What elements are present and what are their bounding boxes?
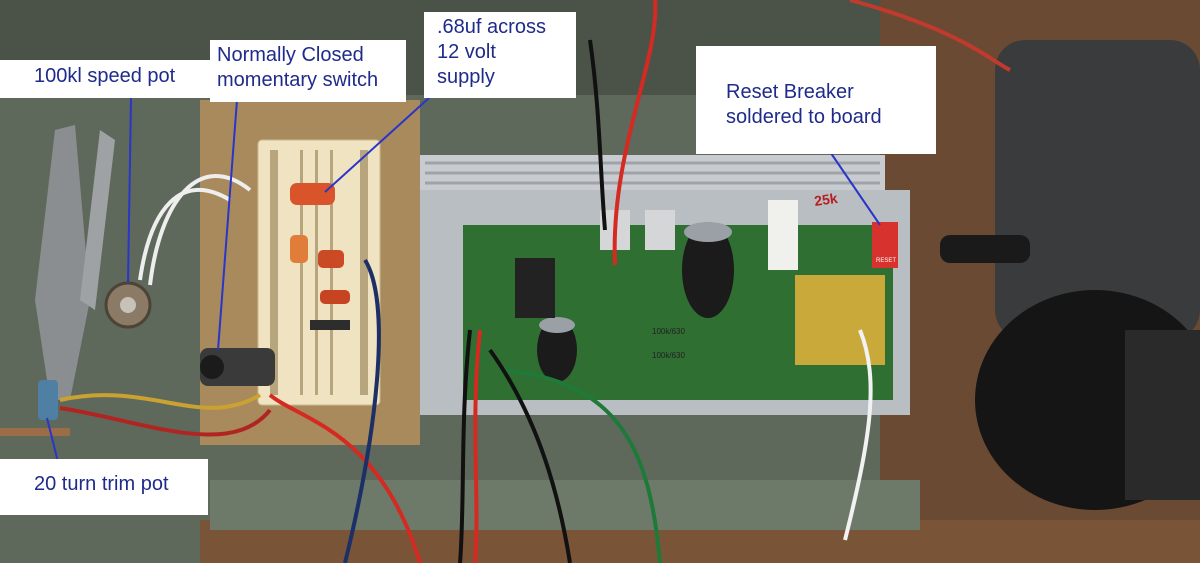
handwritten-marking: 25k [813, 190, 839, 209]
annotation-capacitor-line-2: 12 volt [437, 41, 496, 63]
annotation-breaker-line-1: Reset Breaker [726, 81, 854, 103]
motor-bracket [940, 235, 1030, 263]
reset-marking: RESET [876, 258, 896, 264]
switch-button [200, 355, 224, 379]
motor-body [995, 40, 1200, 340]
pliers-jaw [80, 130, 115, 310]
ic-chip [310, 320, 350, 330]
motor-shaft [1125, 330, 1200, 500]
annotation-breaker-line-2: soldered to board [726, 106, 882, 128]
annotation-switch-line-1: Normally Closed [217, 44, 364, 66]
screwdriver-handle [0, 428, 70, 436]
pliers [35, 125, 90, 400]
annotation-switch-line-2: momentary switch [217, 69, 379, 91]
annotation-capacitor-line-3: supply [437, 66, 495, 88]
pointer-capacitor [324, 87, 441, 193]
annotation-trim-pot: 20 turn trim pot [0, 459, 208, 515]
capacitor-top [684, 222, 732, 242]
heatsink-fin-lines [425, 161, 880, 185]
capacitor [320, 290, 350, 304]
wires [59, 0, 1011, 563]
power-resistor [768, 200, 798, 270]
capacitor [318, 250, 344, 268]
capacitor [290, 235, 308, 263]
resistor-marking: 100k/630 [652, 327, 685, 336]
capacitor-top [539, 317, 575, 333]
ic-chip [515, 258, 555, 318]
pointer-speed-pot [127, 96, 132, 284]
transformer [795, 275, 885, 365]
heatsink-fins [420, 155, 885, 195]
pointer-breaker [821, 139, 881, 226]
trim-pot [38, 380, 58, 420]
breadboard [257, 139, 381, 406]
resistor-marking: 100k/630 [652, 351, 685, 360]
breadboard-holes [270, 150, 368, 395]
pot-shaft [120, 297, 136, 313]
mosfet [645, 210, 675, 250]
carpet-bottom [210, 480, 920, 530]
annotation-speed-pot: 100kl speed pot [0, 60, 210, 98]
annotation-capacitor: .68uf across 12 volt supply [424, 12, 576, 98]
annotation-trim-pot-text: 20 turn trim pot [34, 473, 169, 495]
annotation-capacitor-line-1: .68uf across [437, 16, 546, 38]
reset-breaker [872, 222, 898, 268]
electrolytic-capacitor-large [682, 222, 734, 318]
capacitor-068uf [290, 183, 335, 205]
annotation-breaker: Reset Breaker soldered to board [696, 46, 936, 154]
annotation-switch: Normally Closed momentary switch [210, 40, 406, 102]
pointer-switch [217, 99, 238, 351]
electrolytic-capacitor-small [537, 318, 577, 382]
annotation-speed-pot-text: 100kl speed pot [34, 65, 176, 87]
